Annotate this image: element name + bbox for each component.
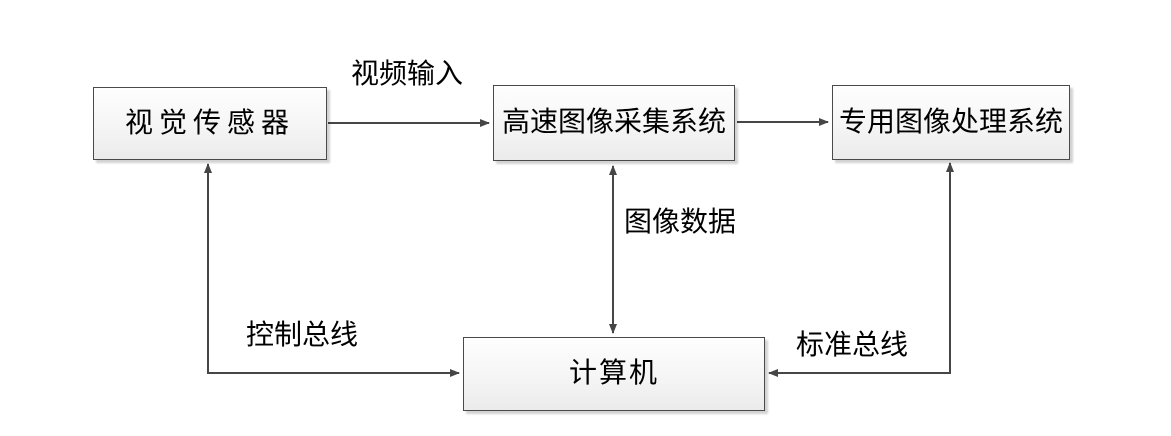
edge-label-image-data: 图像数据 (624, 207, 737, 238)
edge-label-standard-bus: 标准总线 (796, 330, 909, 361)
node-image-processing-system-label: 专用图像处理系统 (838, 106, 1063, 138)
node-image-capture-system-label: 高速图像采集系统 (501, 107, 726, 138)
connector-control-bus-arrow (204, 163, 460, 377)
node-computer-label: 计算机 (568, 358, 659, 389)
edge-label-control-bus: 控制总线 (246, 320, 359, 351)
node-image-processing-system: 专用图像处理系统 (832, 85, 1070, 160)
node-computer: 计算机 (463, 337, 765, 411)
edge-label-video-input: 视频输入 (351, 59, 464, 90)
connector-standard-bus-arrow (768, 162, 954, 377)
node-image-capture-system: 高速图像采集系统 (493, 85, 735, 161)
node-vision-sensor-label: 视觉传感器 (124, 107, 295, 139)
node-vision-sensor: 视觉传感器 (93, 87, 327, 160)
